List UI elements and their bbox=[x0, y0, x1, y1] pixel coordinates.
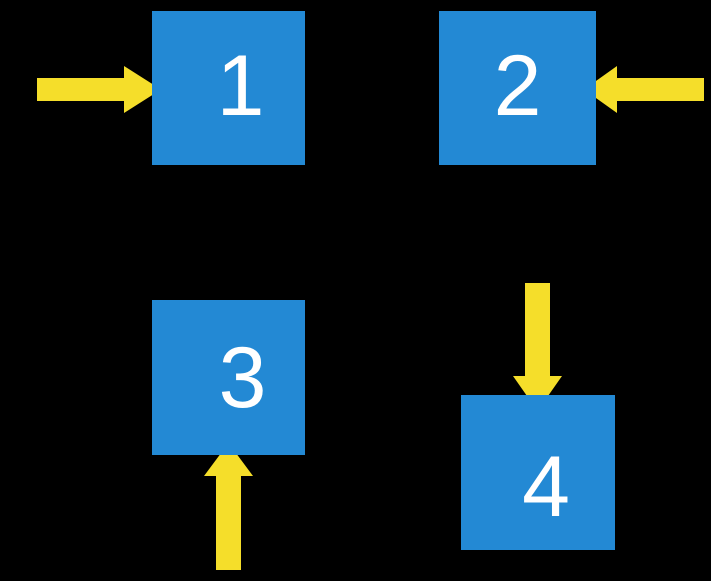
box-node-4-label: 4 bbox=[522, 438, 570, 535]
arrow-up-shape bbox=[204, 443, 253, 570]
arrow-right-into-box-1 bbox=[37, 66, 161, 113]
arrow-down-shape bbox=[513, 283, 562, 411]
arrow-down-into-box-4 bbox=[513, 283, 562, 411]
box-node-2[interactable]: 2 bbox=[439, 11, 596, 165]
arrow-up-into-box-3 bbox=[204, 443, 253, 570]
box-node-3[interactable]: 3 bbox=[152, 300, 305, 455]
box-node-2-label: 2 bbox=[493, 38, 542, 134]
arrow-left-into-box-2 bbox=[584, 66, 704, 113]
box-node-4[interactable]: 4 bbox=[461, 395, 615, 550]
box-node-1-label: 1 bbox=[216, 38, 265, 134]
box-node-1[interactable]: 1 bbox=[152, 11, 305, 165]
box-node-3-label: 3 bbox=[218, 329, 267, 426]
arrow-right-shape bbox=[37, 66, 161, 113]
arrow-left-shape bbox=[584, 66, 704, 113]
